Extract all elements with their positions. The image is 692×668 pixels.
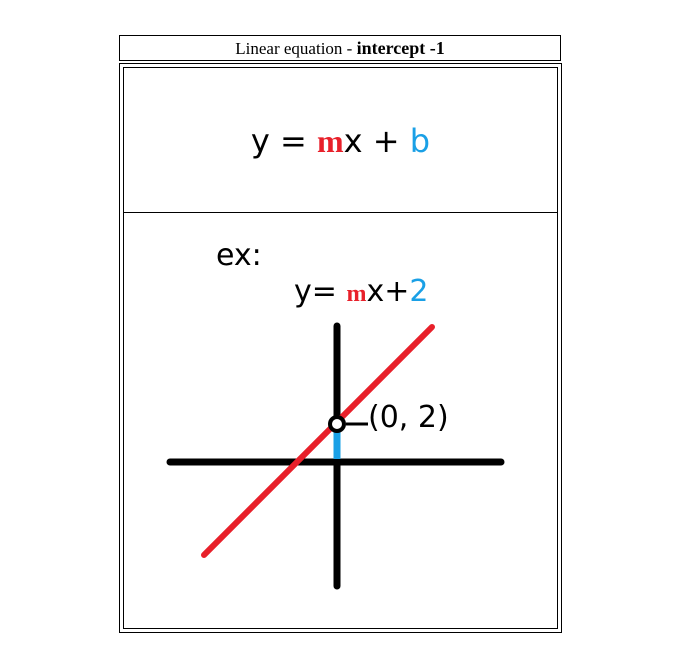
intercept-graph <box>166 322 505 590</box>
slope-line <box>201 324 435 558</box>
formula-x: x <box>343 122 363 160</box>
intercept-point-label: (0, 2) <box>368 400 449 435</box>
formula-intercept-b: b <box>409 122 431 160</box>
example-equals: = <box>311 274 347 309</box>
example-label: ex: <box>216 238 262 273</box>
title-bar: Linear equation - intercept -1 <box>119 35 561 61</box>
example-equation: y= mx+2 <box>294 274 428 309</box>
general-formula: y = mx + b <box>124 122 557 160</box>
example-plus: + <box>384 274 410 309</box>
content-frame: y = mx + b ex: y= mx+2 (0, 2) <box>119 63 562 633</box>
content-inner-frame: y = mx + b ex: y= mx+2 (0, 2) <box>123 67 558 629</box>
intercept-point-marker <box>328 415 346 433</box>
section-divider <box>124 212 557 213</box>
title-prefix: Linear equation - <box>235 39 357 58</box>
example-slope-m: m <box>346 281 367 307</box>
example-x: x <box>366 274 385 309</box>
example-intercept-value: 2 <box>409 274 429 309</box>
title-keyword: intercept <box>356 38 426 58</box>
formula-slope-m: m <box>317 123 344 159</box>
title-suffix: -1 <box>425 38 445 58</box>
formula-y: y <box>250 122 270 160</box>
example-y: y <box>294 274 312 309</box>
formula-equals: = <box>269 122 318 160</box>
formula-plus: + <box>362 122 410 160</box>
